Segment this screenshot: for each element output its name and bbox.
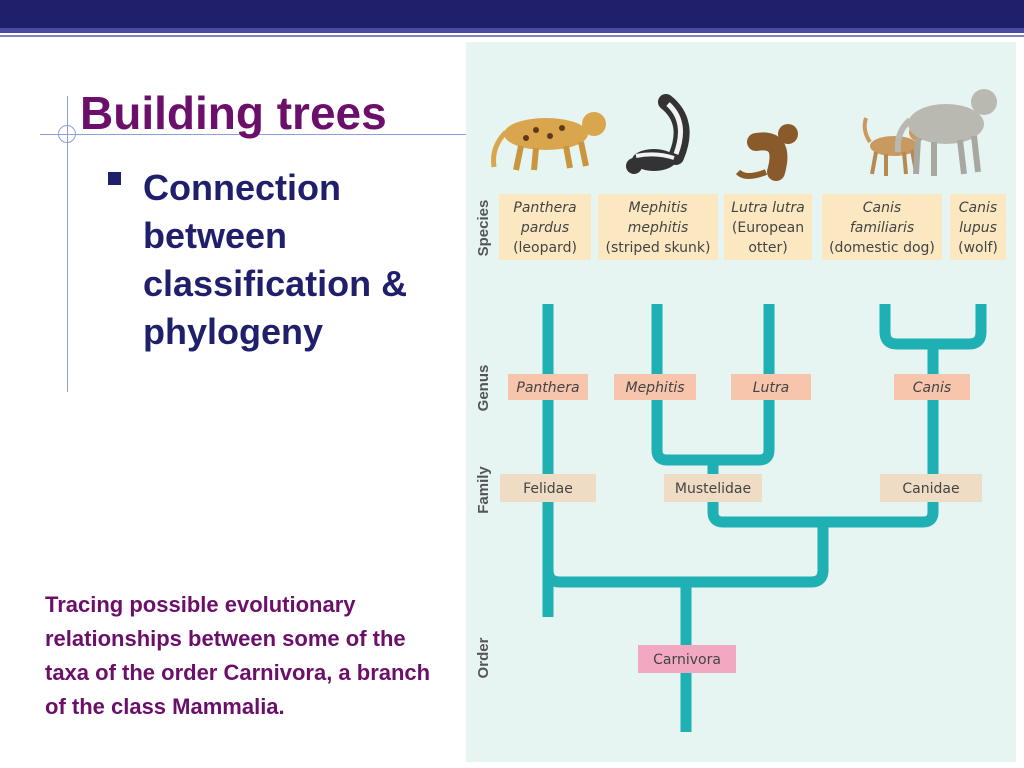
genus-box: Panthera xyxy=(508,374,588,400)
genus-box: Mephitis xyxy=(614,374,696,400)
skunk-illustration xyxy=(626,94,690,174)
decorative-horizontal-rule xyxy=(40,134,470,135)
tree-branches xyxy=(542,304,987,732)
svg-text:lupus: lupus xyxy=(959,220,997,236)
svg-text:Canis: Canis xyxy=(959,200,997,216)
svg-text:(domestic dog): (domestic dog) xyxy=(829,240,935,256)
family-box: Mustelidae xyxy=(664,474,762,502)
rank-label-order: Order xyxy=(475,637,492,678)
rank-label-species: Species xyxy=(475,200,492,257)
slide-title: Building trees xyxy=(80,87,387,139)
svg-text:Canis: Canis xyxy=(913,380,951,396)
svg-text:otter): otter) xyxy=(748,240,787,256)
bullet-text: Connection between classification & phyl… xyxy=(143,167,408,352)
family-box: Felidae xyxy=(500,474,596,502)
animal-illustrations xyxy=(491,89,997,181)
svg-text:(European: (European xyxy=(732,220,804,236)
order-box: Carnivora xyxy=(638,645,736,673)
svg-text:Panthera: Panthera xyxy=(516,380,579,396)
decorative-circle xyxy=(58,125,76,143)
svg-text:Mephitis: Mephitis xyxy=(625,380,684,396)
species-box: Canis lupus (wolf) xyxy=(950,194,1006,260)
phylogeny-tree: Panthera pardus (leopard) Mephitis mephitis (… xyxy=(475,89,1006,732)
svg-text:(wolf): (wolf) xyxy=(958,240,998,256)
svg-text:familiaris: familiaris xyxy=(850,220,914,236)
species-box: Mephitis mephitis (striped skunk) xyxy=(598,194,718,260)
dog-wolf-branch xyxy=(879,304,987,350)
svg-text:Lutra lutra: Lutra lutra xyxy=(731,200,805,216)
genus-box: Lutra xyxy=(731,374,811,400)
top-banner-stripe xyxy=(0,28,1024,33)
svg-text:(striped skunk): (striped skunk) xyxy=(605,240,710,256)
svg-text:Felidae: Felidae xyxy=(523,481,573,497)
svg-text:mephitis: mephitis xyxy=(628,220,689,236)
figure-caption: Tracing possible evolutionary relationsh… xyxy=(45,592,431,719)
rank-label-family: Family xyxy=(475,466,492,514)
top-banner xyxy=(0,0,1024,28)
svg-text:pardus: pardus xyxy=(520,220,569,236)
species-box: Panthera pardus (leopard) xyxy=(499,194,591,260)
svg-text:Lutra: Lutra xyxy=(753,380,790,396)
taxon-boxes: Panthera pardus (leopard) Mephitis mephitis (… xyxy=(499,194,1006,673)
phylogeny-figure: Panthera pardus (leopard) Mephitis mephitis (… xyxy=(466,42,1016,762)
svg-text:Canidae: Canidae xyxy=(902,481,959,497)
rank-label-genus: Genus xyxy=(475,365,492,412)
bullet-square-icon xyxy=(108,172,121,185)
svg-text:Mustelidae: Mustelidae xyxy=(675,481,751,497)
genus-box: Canis xyxy=(894,374,970,400)
svg-text:Mephitis: Mephitis xyxy=(628,200,687,216)
species-box: Lutra lutra (European otter) xyxy=(724,194,812,260)
svg-text:Panthera: Panthera xyxy=(513,200,576,216)
species-box: Canis familiaris (domestic dog) xyxy=(822,194,942,260)
svg-text:(leopard): (leopard) xyxy=(513,240,577,256)
wolf-illustration xyxy=(894,89,997,176)
svg-text:Carnivora: Carnivora xyxy=(653,652,721,668)
leopard-illustration xyxy=(491,112,606,171)
otter-illustration xyxy=(735,124,798,181)
top-banner-thin-stripe xyxy=(0,35,1024,37)
family-box: Canidae xyxy=(880,474,982,502)
svg-text:Canis: Canis xyxy=(863,200,901,216)
carnivora-branch xyxy=(542,304,829,588)
decorative-vertical-rule xyxy=(67,96,68,392)
mustelid-canid-branch xyxy=(707,506,939,528)
